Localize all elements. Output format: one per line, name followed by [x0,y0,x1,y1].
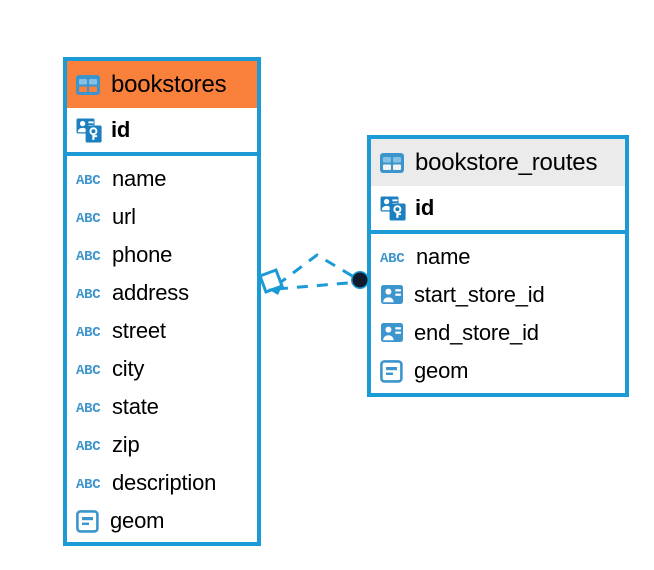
abc-text-icon: ABC [76,361,103,379]
field-label-street: street [112,318,166,343]
entity-bookstores[interactable]: bookstores id [63,57,261,546]
field-label-phone: phone [112,242,173,267]
entity-header-bookstore-routes[interactable]: bookstore_routes [371,139,625,186]
primary-key-icon [380,195,406,221]
field-row-city[interactable]: ABC city [67,350,257,388]
field-row-zip[interactable]: ABC zip [67,426,257,464]
field-row-address[interactable]: ABC address [67,274,257,312]
svg-text:ABC: ABC [76,211,101,225]
svg-text:ABC: ABC [76,363,101,377]
svg-text:ABC: ABC [76,401,101,415]
relationship-line-upper [276,253,360,287]
field-row-id[interactable]: id [67,108,257,152]
field-row-end-store-id[interactable]: end_store_id [371,314,625,352]
field-label-id: id [111,117,131,142]
abc-text-icon: ABC [76,323,103,341]
svg-text:ABC: ABC [76,325,101,339]
field-row-geom[interactable]: geom [67,502,257,540]
geometry-icon [380,359,405,384]
abc-text-icon: ABC [76,437,103,455]
field-label-start-store-id: start_store_id [414,282,545,307]
diamond-open-marker [258,268,284,295]
field-row-description[interactable]: ABC description [67,464,257,502]
field-row-phone[interactable]: ABC phone [67,236,257,274]
abc-text-icon: ABC [76,399,103,417]
field-row-name[interactable]: ABC name [371,238,625,276]
fields-section-bookstores: ABC name ABC url ABC p [67,156,257,540]
field-label-zip: zip [112,432,140,457]
foreign-key-icon [380,322,405,344]
table-icon [75,74,101,96]
entity-title-bookstore-routes: bookstore_routes [415,148,598,176]
abc-text-icon: ABC [76,475,103,493]
abc-text-icon: ABC [76,171,103,189]
svg-text:ABC: ABC [76,287,101,301]
svg-text:ABC: ABC [76,439,101,453]
field-row-url[interactable]: ABC url [67,198,257,236]
field-label-geom: geom [414,358,469,383]
field-label-city: city [112,356,145,381]
fields-section-bookstore-routes: ABC name start_store_id [371,234,625,390]
field-row-name[interactable]: ABC name [67,160,257,198]
field-row-state[interactable]: ABC state [67,388,257,426]
field-label-state: state [112,394,159,419]
entity-header-bookstores[interactable]: bookstores [67,61,257,108]
field-label-name: name [112,166,167,191]
svg-text:ABC: ABC [380,251,405,265]
field-row-street[interactable]: ABC street [67,312,257,350]
field-label-geom: geom [110,508,165,533]
svg-text:ABC: ABC [76,249,101,263]
primary-key-section-bookstores: id [67,108,257,156]
abc-text-icon: ABC [76,285,103,303]
abc-text-icon: ABC [76,209,103,227]
field-row-id[interactable]: id [371,186,625,230]
abc-text-icon: ABC [380,249,407,267]
relationship-connector[interactable] [255,240,385,330]
field-label-id: id [415,195,435,220]
field-row-start-store-id[interactable]: start_store_id [371,276,625,314]
foreign-key-icon [380,284,405,306]
primary-key-icon [76,117,102,143]
table-icon [379,152,405,174]
geometry-icon [76,509,101,534]
abc-text-icon: ABC [76,247,103,265]
entity-bookstore-routes[interactable]: bookstore_routes [367,135,629,397]
field-label-address: address [112,280,189,305]
svg-text:ABC: ABC [76,173,101,187]
field-label-end-store-id: end_store_id [414,320,539,345]
primary-key-section-bookstore-routes: id [371,186,625,234]
field-label-name: name [416,244,471,269]
entity-title-bookstores: bookstores [111,70,227,98]
field-row-geom[interactable]: geom [371,352,625,390]
field-label-url: url [112,204,136,229]
svg-text:ABC: ABC [76,477,101,491]
relationship-line-lower [276,280,360,291]
field-label-description: description [112,470,217,495]
